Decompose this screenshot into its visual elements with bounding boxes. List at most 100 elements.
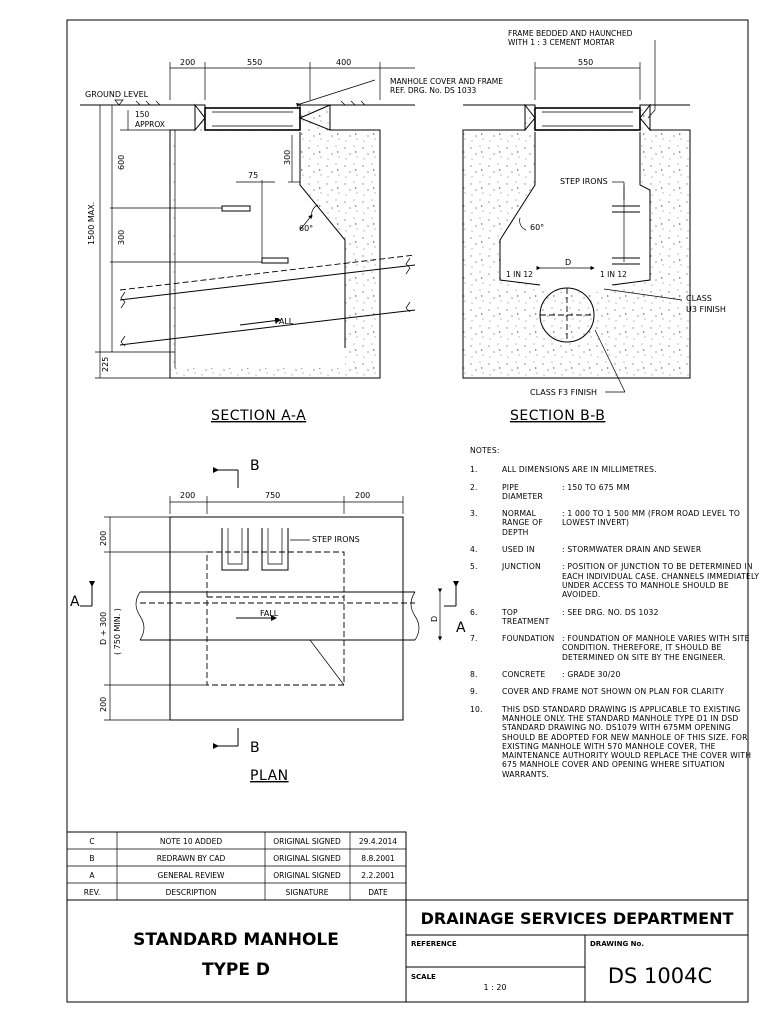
note-item: 1. ALL DIMENSIONS ARE IN MILLIMETRES. — [470, 465, 760, 474]
title-line-1: STANDARD MANHOLE — [133, 930, 339, 950]
dim-1500: 1500 MAX. — [87, 202, 96, 245]
note-item: 3. NORMAL RANGE OF DEPTH : 1 000 TO 1 500 … — [470, 509, 760, 537]
scale-value: 1 : 20 — [483, 983, 506, 992]
frame-note-2: WITH 1 : 3 CEMENT MORTAR — [508, 38, 615, 47]
note-text: COVER AND FRAME NOT SHOWN ON PLAN FOR CL… — [502, 687, 725, 697]
note-item: 9. COVER AND FRAME NOT SHOWN ON PLAN FOR … — [470, 687, 760, 696]
plan-a-right: A — [456, 620, 466, 636]
revision-desc: REDRAWN BY CAD — [157, 854, 226, 863]
angle-label-b: 60° — [530, 223, 544, 232]
plan-b-bottom: B — [250, 740, 260, 756]
revision-header-rev: REV. — [84, 888, 101, 897]
dim-550-a: 550 — [247, 58, 262, 67]
revision-date: 8.8.2001 — [361, 854, 395, 863]
note-value: : GRADE 30/20 — [562, 670, 621, 680]
note-number: 2. — [470, 482, 478, 492]
angle-label-a: 60° — [299, 224, 313, 233]
frame-note-1: FRAME BEDDED AND HAUNCHED — [508, 29, 633, 38]
scale-label: SCALE — [411, 973, 436, 981]
section-b-title: SECTION B-B — [510, 408, 605, 424]
revision-desc: GENERAL REVIEW — [158, 871, 226, 880]
plan-title: PLAN — [250, 768, 289, 784]
section-b-b: STEP IRONS 60° D 1 IN 12 1 IN 12 CLASS U… — [462, 29, 726, 424]
notes-panel: NOTES: 1. ALL DIMENSIONS ARE IN MILLIMETR… — [470, 446, 760, 787]
note-item: 2. PIPE DIAMETER : 150 TO 675 mm — [470, 483, 760, 502]
revision-rev: B — [89, 854, 94, 863]
plan-view: STEP IRONS FALL B B A A 200 750 200 200 … — [70, 458, 466, 784]
dim-75: 75 — [248, 171, 258, 180]
plan-dim-d: D — [430, 616, 439, 622]
note-label: JUNCTION — [502, 562, 541, 572]
dim-150: 150 — [135, 110, 150, 119]
dim-225: 225 — [101, 357, 110, 372]
note-item: 8.CONCRETE: GRADE 30/20 — [470, 670, 760, 679]
note-value: : SEE DRG. No. DS 1032 — [562, 607, 659, 617]
dim-200-a: 200 — [180, 58, 195, 67]
note-text: ALL DIMENSIONS ARE IN MILLIMETRES. — [502, 465, 657, 475]
drawing-number: DS 1004C — [608, 964, 712, 988]
notes-header: NOTES: — [470, 446, 500, 455]
note-value: : 150 TO 675 mm — [562, 482, 630, 492]
department-name: DRAINAGE SERVICES DEPARTMENT — [421, 909, 734, 928]
revision-date: 2.2.2001 — [361, 871, 395, 880]
dim-400-a: 400 — [336, 58, 351, 67]
plan-dim-d300: D + 300 — [99, 612, 108, 645]
note-value: : FOUNDATION OF MANHOLE VARIES WITH SITE… — [562, 634, 750, 662]
plan-dim-200-bottom: 200 — [99, 697, 108, 712]
cover-note-1: MANHOLE COVER AND FRAME — [390, 77, 503, 86]
note-label: TOP TREATMENT — [502, 607, 550, 626]
dim-300-left: 300 — [117, 230, 126, 245]
revision-header-sig: SIGNATURE — [286, 888, 329, 897]
title-block: STANDARD MANHOLE TYPE D DRAINAGE SERVICE… — [67, 899, 748, 1002]
note-number: 10. — [470, 704, 483, 714]
plan-dim-200-left: 200 — [180, 491, 195, 500]
dim-300-right: 300 — [283, 150, 292, 165]
revision-date: 29.4.2014 — [359, 837, 397, 846]
plan-step-irons: STEP IRONS — [312, 535, 360, 544]
note-number: 1. — [470, 465, 478, 475]
note-number: 6. — [470, 607, 478, 617]
plan-a-left: A — [70, 594, 80, 610]
ground-level-label: GROUND LEVEL — [85, 90, 149, 99]
class-u3-2: U3 FINISH — [686, 305, 726, 314]
revision-header-date: DATE — [368, 888, 388, 897]
note-item: 4.USED IN: STORMWATER DRAIN AND SEWER — [470, 545, 760, 554]
class-u3-1: CLASS — [686, 294, 712, 303]
note-label: FOUNDATION — [502, 634, 555, 644]
revision-rev: A — [89, 871, 95, 880]
note-value: : STORMWATER DRAIN AND SEWER — [562, 545, 702, 555]
note-label: PIPE DIAMETER — [502, 482, 543, 501]
note-value: : POSITION OF JUNCTION TO BE DETERMINED … — [562, 562, 760, 600]
revision-desc: NOTE 10 ADDED — [160, 837, 223, 846]
note-number: 8. — [470, 670, 478, 680]
step-irons-b: STEP IRONS — [560, 177, 608, 186]
fall-label-a: FALL — [275, 317, 294, 326]
note-number: 5. — [470, 562, 478, 572]
plan-dim-200-right: 200 — [355, 491, 370, 500]
revision-table — [66, 831, 407, 901]
title-line-2: TYPE D — [202, 960, 270, 980]
dim-600: 600 — [117, 155, 126, 170]
revision-rev: C — [89, 837, 94, 846]
notes-list: 1. ALL DIMENSIONS ARE IN MILLIMETRES. 2. PI… — [470, 465, 760, 779]
class-f3: CLASS F3 FINISH — [530, 388, 597, 397]
plan-dim-750min: ( 750 MIN. ) — [113, 608, 122, 655]
plan-dim-750: 750 — [265, 491, 280, 500]
note-item: 7. FOUNDATION : FOUNDATION OF MANHOLE VARI… — [470, 634, 760, 662]
plan-fall: FALL — [260, 609, 279, 618]
note-number: 9. — [470, 687, 478, 697]
cover-note-2: REF. DRG. No. DS 1033 — [390, 86, 476, 95]
note-number: 7. — [470, 634, 478, 644]
revision-sig: ORIGINAL SIGNED — [273, 837, 341, 846]
plan-b-top: B — [250, 458, 260, 474]
note-value: : 1 000 TO 1 500 mm (FROM ROAD LEVEL TO … — [562, 509, 741, 528]
drawing-no-label: DRAWING No. — [590, 940, 644, 948]
note-text: THIS DSD STANDARD DRAWING IS APPLICABLE … — [502, 704, 752, 779]
dim-550-b: 550 — [578, 58, 593, 67]
note-number: 3. — [470, 509, 478, 519]
revision-header-desc: DESCRIPTION — [166, 888, 217, 897]
slope-left: 1 IN 12 — [506, 270, 533, 279]
note-label: NORMAL RANGE OF DEPTH — [502, 509, 543, 537]
